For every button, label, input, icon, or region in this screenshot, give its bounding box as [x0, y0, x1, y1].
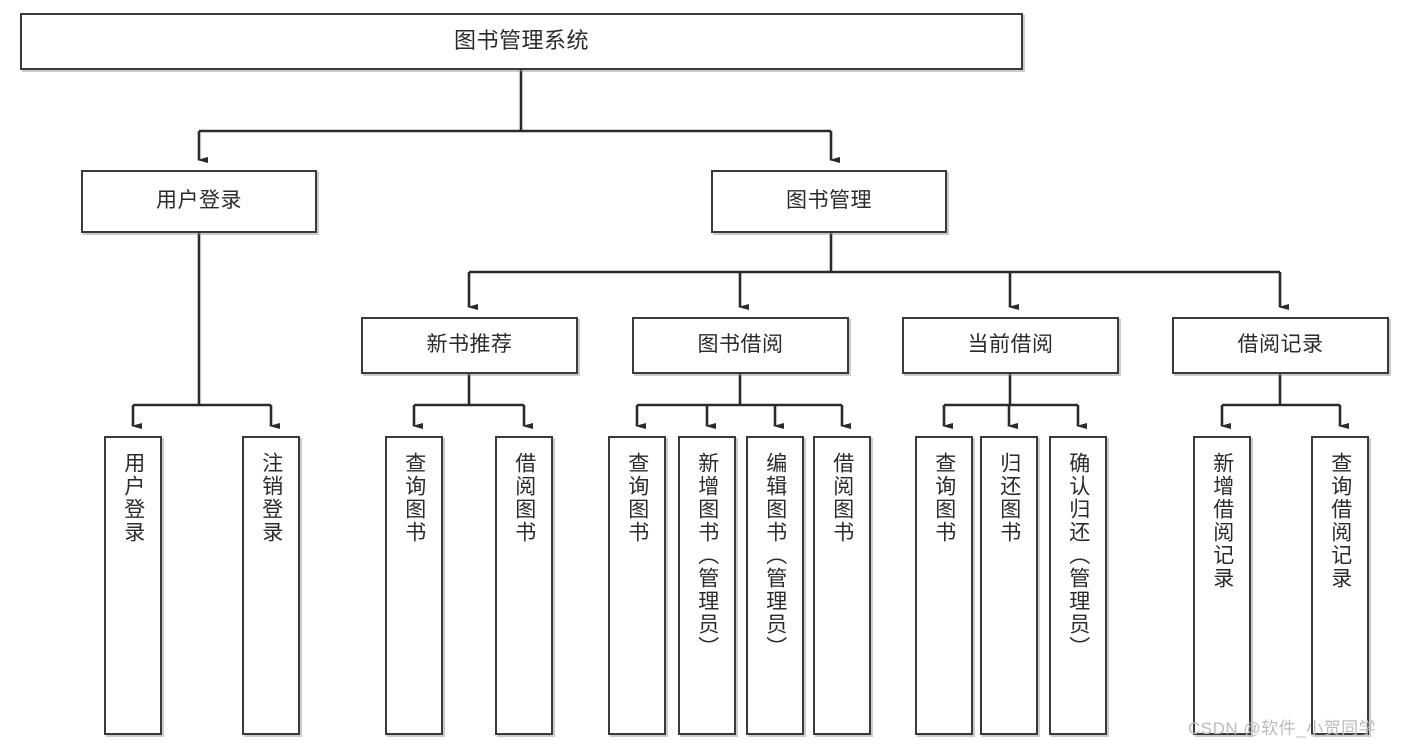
leaf-query-book-current[interactable]: 查询图书 — [915, 436, 973, 735]
node-book-management[interactable]: 图书管理 — [711, 170, 947, 233]
node-book-borrow[interactable]: 图书借阅 — [632, 317, 849, 374]
node-label: 图书管理 — [786, 189, 872, 213]
leaf-borrow-book[interactable]: 借阅图书 — [813, 436, 871, 735]
leaf-edit-book-admin[interactable]: 编辑图书（管理员） — [746, 436, 804, 735]
node-label: 新书推荐 — [426, 333, 513, 357]
node-label: 查询借阅记录 — [1328, 452, 1352, 590]
leaf-borrow-book-recommend[interactable]: 借阅图书 — [495, 436, 553, 735]
node-current-borrow[interactable]: 当前借阅 — [902, 317, 1119, 374]
node-label: 查询图书 — [402, 452, 426, 544]
leaf-query-book-recommend[interactable]: 查询图书 — [385, 436, 443, 735]
node-label: 借阅图书 — [830, 452, 854, 544]
node-root-system[interactable]: 图书管理系统 — [20, 13, 1023, 70]
leaf-add-book-admin[interactable]: 新增图书（管理员） — [678, 436, 736, 735]
node-label: 新增图书（管理员） — [695, 452, 719, 659]
leaf-query-book-borrow[interactable]: 查询图书 — [608, 436, 666, 735]
node-label: 归还图书 — [997, 452, 1021, 544]
node-label: 借阅记录 — [1237, 333, 1324, 357]
node-label: 编辑图书（管理员） — [763, 452, 787, 659]
leaf-return-book[interactable]: 归还图书 — [980, 436, 1038, 735]
leaf-query-borrow-record[interactable]: 查询借阅记录 — [1311, 436, 1369, 735]
node-label: 查询图书 — [932, 452, 956, 544]
node-label: 借阅图书 — [512, 452, 536, 544]
node-label: 查询图书 — [625, 452, 649, 544]
node-new-book-recommend[interactable]: 新书推荐 — [361, 317, 578, 374]
node-label: 用户登录 — [121, 452, 145, 544]
leaf-add-borrow-record[interactable]: 新增借阅记录 — [1193, 436, 1251, 735]
node-label: 确认归还（管理员） — [1066, 452, 1090, 659]
node-borrow-record[interactable]: 借阅记录 — [1172, 317, 1389, 374]
node-label: 新增借阅记录 — [1210, 452, 1234, 590]
node-user-login[interactable]: 用户登录 — [81, 170, 317, 233]
node-label: 图书借阅 — [697, 333, 784, 357]
leaf-confirm-return-admin[interactable]: 确认归还（管理员） — [1049, 436, 1107, 735]
leaf-user-login[interactable]: 用户登录 — [104, 436, 162, 735]
node-label: 用户登录 — [156, 189, 242, 213]
watermark-text: CSDN @软件_小贺同学 — [1188, 719, 1377, 738]
node-label: 注销登录 — [259, 452, 283, 544]
node-label: 图书管理系统 — [453, 28, 589, 54]
leaf-logout[interactable]: 注销登录 — [242, 436, 300, 735]
node-label: 当前借阅 — [967, 333, 1054, 357]
